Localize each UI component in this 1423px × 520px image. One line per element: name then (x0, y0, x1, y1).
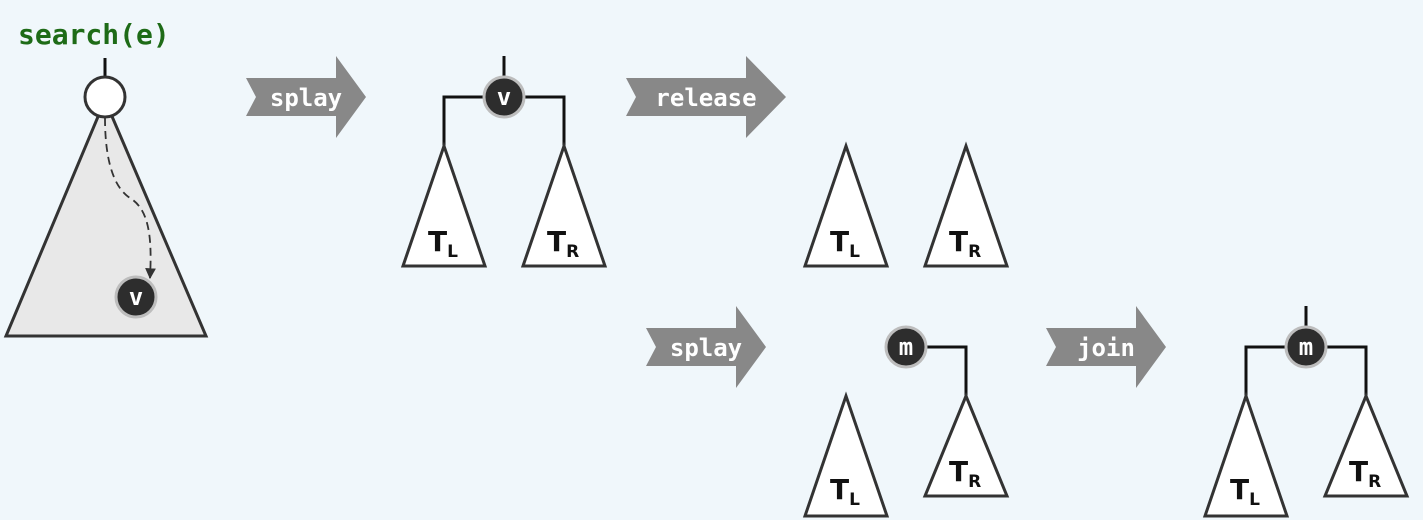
search-tree: v (3, 58, 209, 338)
node-m (884, 325, 928, 369)
subtree-left (802, 391, 890, 518)
subtree-left-label: TL (428, 225, 458, 262)
left-edge (1244, 345, 1286, 396)
arrow-shape (1046, 306, 1166, 388)
subtree-right (922, 141, 1010, 268)
search-tree-triangle (3, 96, 209, 338)
subtree-right-label: TR (1349, 455, 1381, 492)
node-v-label: v (129, 283, 143, 311)
search-path (104, 117, 156, 280)
join-arrow: join (1046, 306, 1166, 388)
arrow-shape (246, 56, 366, 138)
node-m-label: m (1299, 333, 1313, 361)
release-arrow-label: release (655, 84, 756, 112)
splay-arrow-2: splay (646, 306, 766, 388)
subtree-left-label: TL (830, 473, 860, 510)
splay-arrow-1: splay (246, 56, 366, 138)
subtree-right (520, 141, 608, 268)
subtree-left (802, 141, 890, 268)
join-arrow-label: join (1077, 334, 1135, 362)
subtree-right-label: TR (547, 225, 579, 262)
subtree-left (1202, 391, 1290, 518)
right-edge (524, 95, 566, 146)
subtree-left (400, 141, 488, 268)
splay-arrow-1-label: splay (270, 84, 342, 112)
release-arrow: release (626, 56, 786, 138)
right-edge (1326, 345, 1368, 396)
root-node (83, 75, 127, 119)
splayed-tree: v TL TR (400, 56, 608, 268)
node-v-found (114, 275, 158, 319)
node-m-label: m (899, 333, 913, 361)
subtree-left-label: TL (830, 225, 860, 262)
left-edge (442, 95, 484, 146)
arrow-shape (626, 56, 786, 138)
node-v (482, 75, 526, 119)
subtree-left-label: TL (1230, 473, 1260, 510)
subtree-right (922, 392, 1010, 498)
splayed-right-subtree: m TL TR (802, 325, 1010, 518)
search-label: search(e) (18, 18, 170, 51)
node-m (1284, 325, 1328, 369)
released-subtrees: TL TR (802, 141, 1010, 268)
subtree-right (1322, 392, 1410, 498)
node-v-label: v (497, 83, 511, 111)
subtree-right-label: TR (949, 225, 981, 262)
splay-arrow-2-label: splay (670, 334, 742, 362)
right-edge (926, 345, 968, 396)
joined-tree: m TL TR (1202, 306, 1410, 518)
arrow-shape (646, 306, 766, 388)
subtree-right-label: TR (949, 455, 981, 492)
